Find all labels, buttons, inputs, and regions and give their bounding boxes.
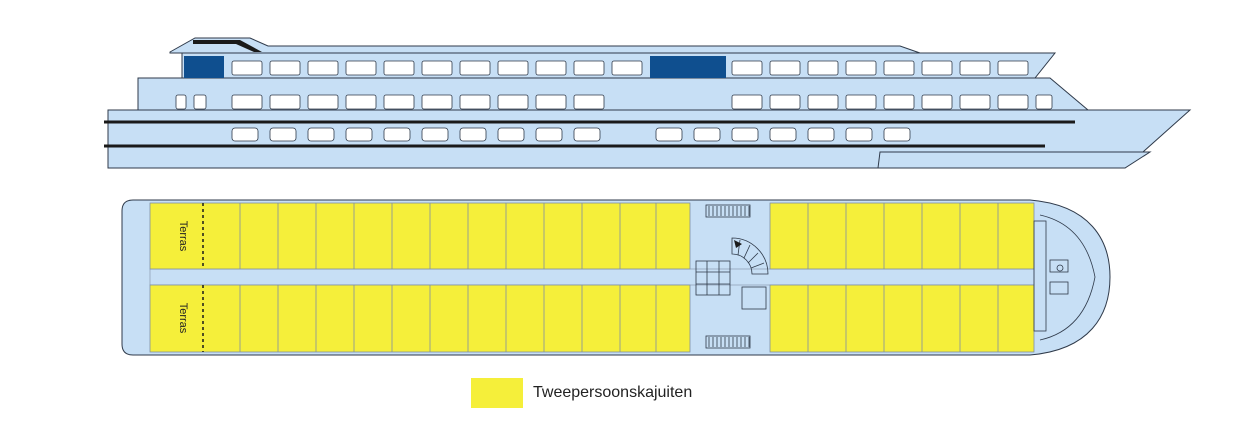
middle-window bbox=[175, 94, 187, 110]
legend-label-double-cabins: Tweepersoonskajuiten bbox=[533, 384, 693, 401]
bow-winch bbox=[1056, 264, 1064, 272]
cabin-row-bottom-aft bbox=[149, 284, 691, 353]
hull-window bbox=[269, 127, 297, 142]
terrace-label-bottom: Terras bbox=[177, 303, 189, 334]
upper-window bbox=[997, 60, 1029, 76]
spiral-stair bbox=[731, 237, 769, 275]
lounge-window-left bbox=[184, 56, 224, 78]
stair-arrow bbox=[734, 240, 742, 248]
hull-window bbox=[807, 127, 835, 142]
upper-window bbox=[845, 60, 877, 76]
upper-window bbox=[921, 60, 953, 76]
hull-window bbox=[573, 127, 601, 142]
middle-window bbox=[307, 94, 339, 110]
upper-window bbox=[573, 60, 605, 76]
hull-window bbox=[693, 127, 721, 142]
middle-window bbox=[921, 94, 953, 110]
bow-structures bbox=[1033, 214, 1096, 341]
upper-window bbox=[383, 60, 415, 76]
legend: Tweepersoonskajuiten bbox=[471, 378, 692, 408]
stair-top bbox=[705, 204, 751, 218]
hull-windows bbox=[231, 127, 911, 142]
hull-window bbox=[383, 127, 411, 142]
upper-window bbox=[611, 60, 643, 76]
upper-window bbox=[497, 60, 529, 76]
stair-bottom bbox=[705, 335, 751, 349]
elevator-grid bbox=[695, 260, 731, 296]
middle-window bbox=[269, 94, 301, 110]
corridor bbox=[149, 268, 1035, 286]
upper-window bbox=[535, 60, 567, 76]
middle-window bbox=[535, 94, 567, 110]
deck-plan: Terras Terras bbox=[121, 199, 1111, 356]
hull-window bbox=[345, 127, 373, 142]
upper-window bbox=[345, 60, 377, 76]
central-core bbox=[695, 204, 769, 349]
middle-window bbox=[459, 94, 491, 110]
middle-window bbox=[497, 94, 529, 110]
hull-window bbox=[231, 127, 259, 142]
middle-window bbox=[573, 94, 605, 110]
upper-window bbox=[769, 60, 801, 76]
middle-window bbox=[997, 94, 1029, 110]
hull-window bbox=[769, 127, 797, 142]
bow-room bbox=[1033, 220, 1047, 332]
middle-window bbox=[883, 94, 915, 110]
hull-window bbox=[497, 127, 525, 142]
middle-window bbox=[731, 94, 763, 110]
bow-hatch-top bbox=[1049, 259, 1069, 273]
bow-deck-outline bbox=[1039, 214, 1096, 341]
cabin-row-bottom-fore bbox=[769, 284, 1035, 353]
hull-window bbox=[731, 127, 759, 142]
hull-window bbox=[845, 127, 873, 142]
middle-deck-windows bbox=[175, 94, 1053, 110]
middle-window bbox=[421, 94, 453, 110]
upper-window bbox=[959, 60, 991, 76]
middle-window bbox=[845, 94, 877, 110]
hull-window bbox=[883, 127, 911, 142]
middle-window bbox=[807, 94, 839, 110]
upper-window bbox=[807, 60, 839, 76]
bow-hatch-bottom bbox=[1049, 281, 1069, 295]
hull-window bbox=[655, 127, 683, 142]
middle-window bbox=[1035, 94, 1053, 110]
hull-bow-lower bbox=[877, 151, 1152, 169]
middle-window bbox=[383, 94, 415, 110]
upper-window bbox=[883, 60, 915, 76]
terrace-label-top: Terras bbox=[177, 221, 189, 252]
cabin-row-top-fore bbox=[769, 202, 1035, 270]
upper-window bbox=[307, 60, 339, 76]
middle-window bbox=[231, 94, 263, 110]
lounge-window-center bbox=[650, 56, 726, 78]
service-room bbox=[741, 286, 767, 310]
hull-window bbox=[307, 127, 335, 142]
roof-accent bbox=[193, 40, 262, 52]
upper-window bbox=[459, 60, 491, 76]
stair-steps bbox=[708, 206, 750, 347]
hull-window bbox=[535, 127, 563, 142]
upper-deck-windows bbox=[231, 60, 1029, 76]
upper-window bbox=[731, 60, 763, 76]
roof-structure bbox=[169, 37, 921, 54]
cabin-row-top-aft bbox=[149, 202, 691, 270]
middle-window bbox=[345, 94, 377, 110]
hull-window bbox=[459, 127, 487, 142]
upper-window bbox=[231, 60, 263, 76]
middle-window bbox=[193, 94, 207, 110]
cabin-dividers bbox=[239, 203, 999, 352]
upper-window bbox=[421, 60, 453, 76]
hull-window bbox=[421, 127, 449, 142]
legend-swatch-double-cabins bbox=[471, 378, 523, 408]
middle-window bbox=[769, 94, 801, 110]
middle-window bbox=[959, 94, 991, 110]
upper-window bbox=[269, 60, 301, 76]
